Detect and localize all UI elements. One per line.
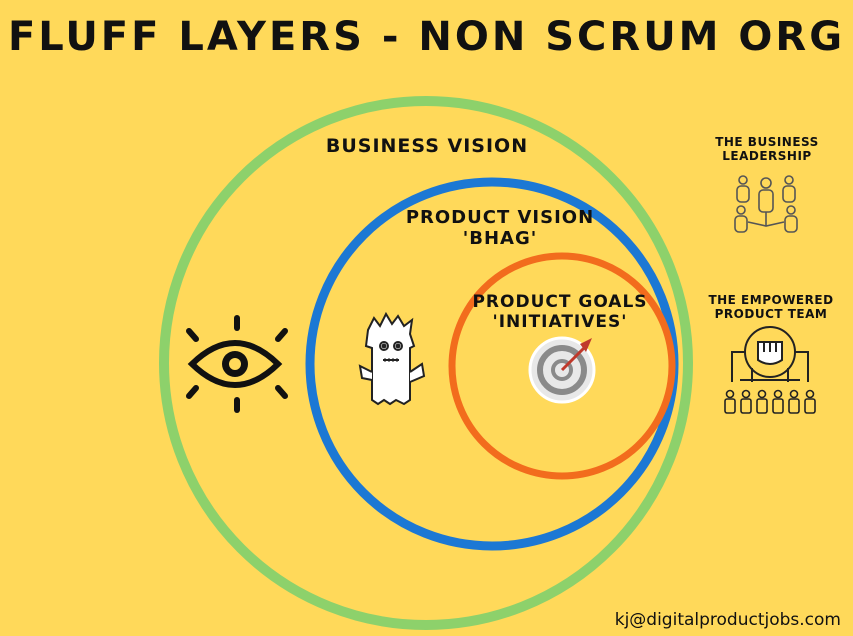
team-line1: THE EMPOWERED [708,293,834,307]
diagram-title: FLUFF LAYERS - NON SCRUM ORG [7,14,846,60]
monster-icon [358,311,426,406]
product-goals-label: PRODUCT GOALS 'INITIATIVES' [470,292,650,332]
product-vision-line2: 'BHAG' [462,227,538,249]
business-leadership-label: THE BUSINESS LEADERSHIP [692,135,842,164]
team-fist-icon [724,326,816,414]
business-vision-ring [159,96,693,630]
leadership-icon [734,175,798,233]
empowered-team-label: THE EMPOWERED PRODUCT TEAM [696,293,846,322]
product-vision-label: PRODUCT VISION 'BHAG' [400,207,600,249]
footer-email: kj@digitalproductjobs.com [614,610,841,630]
target-icon [528,336,596,404]
product-goals-ring [448,252,676,480]
leadership-line1: THE BUSINESS [715,135,819,149]
product-vision-line1: PRODUCT VISION [405,207,595,228]
business-vision-label: BUSINESS VISION [325,135,529,157]
leadership-line2: LEADERSHIP [722,148,812,163]
team-line2: PRODUCT TEAM [714,306,828,321]
eye-icon [186,315,288,413]
product-goals-line1: PRODUCT GOALS [472,292,648,312]
product-goals-line2: 'INITIATIVES' [492,311,628,332]
